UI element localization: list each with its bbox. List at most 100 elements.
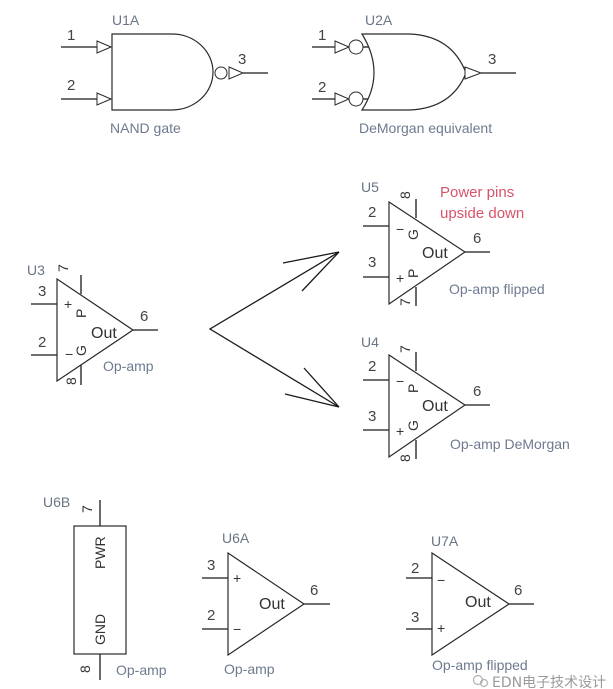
u3-pin-3: 3 bbox=[38, 283, 46, 300]
branch-arrow-upper-head-a bbox=[282, 251, 340, 264]
u5-pin-3: 3 bbox=[368, 254, 376, 271]
u6a-body bbox=[227, 551, 306, 657]
u3-caption: Op-amp bbox=[103, 358, 154, 374]
u3-pin-6: 6 bbox=[140, 308, 148, 325]
demorgan-pin-3: 3 bbox=[488, 51, 496, 68]
branch-arrow-upper-head-b bbox=[301, 251, 340, 292]
u6b-ref: U6B bbox=[43, 494, 70, 510]
u3-body bbox=[56, 277, 135, 383]
u4-pin-8: 8 bbox=[397, 454, 413, 462]
u6b-gnd-label: GND bbox=[92, 614, 108, 645]
u6a-opamp-symbol: U6A 3 2 6 + − Out Op-amp bbox=[202, 530, 330, 677]
u4-opamp-symbol: U4 2 3 6 − + P G Out 7 8 Op-amp DeMorgan bbox=[361, 334, 570, 462]
demorgan-body bbox=[360, 33, 467, 111]
u5-note-line-1: Power pins bbox=[440, 184, 514, 201]
nand-body bbox=[111, 33, 214, 111]
u4-out-label: Out bbox=[422, 398, 448, 415]
demorgan-input-1-bubble-icon bbox=[348, 39, 364, 55]
u7a-pin-6: 6 bbox=[514, 582, 522, 599]
nand-input-2-arrow-icon bbox=[96, 92, 113, 106]
u3-opamp-symbol: U3 3 2 6 + − P G Out 7 8 Op-amp bbox=[27, 262, 158, 385]
u5-g-label: G bbox=[405, 229, 421, 240]
nand-caption: NAND gate bbox=[110, 120, 181, 136]
u7a-minus-sign: − bbox=[437, 572, 445, 588]
u4-pin-2: 2 bbox=[368, 358, 376, 375]
nand-output-arrow-icon bbox=[228, 66, 245, 80]
u3-g-label: G bbox=[73, 345, 89, 356]
u4-plus-sign: + bbox=[396, 423, 404, 439]
nand-pin-2: 2 bbox=[67, 77, 75, 94]
u3-ref: U3 bbox=[27, 262, 45, 278]
u6b-body bbox=[73, 525, 127, 655]
u7a-pin-3: 3 bbox=[411, 609, 419, 626]
branch-arrow-icon bbox=[208, 251, 340, 408]
u4-minus-sign: − bbox=[396, 373, 404, 389]
u6a-pin-2: 2 bbox=[207, 607, 215, 624]
u4-pin-6: 6 bbox=[473, 383, 481, 400]
u5-note-line-2: upside down bbox=[440, 205, 524, 222]
u5-caption: Op-amp flipped bbox=[449, 281, 545, 297]
demorgan-pin-1: 1 bbox=[318, 27, 326, 44]
u6b-pin-8: 8 bbox=[77, 665, 93, 673]
u7a-plus-sign: + bbox=[437, 620, 445, 636]
demorgan-input-2-bubble-icon bbox=[348, 91, 364, 107]
branch-arrow-shaft bbox=[208, 251, 340, 408]
u6b-caption: Op-amp bbox=[116, 662, 167, 678]
u6a-pin-3: 3 bbox=[207, 557, 215, 574]
u5-p-label: P bbox=[405, 269, 421, 278]
u7a-out-label: Out bbox=[465, 594, 491, 611]
demorgan-input-2-arrow-icon bbox=[334, 92, 351, 106]
watermark: EDN电子技术设计 bbox=[472, 674, 606, 689]
u5-plus-sign: + bbox=[396, 270, 404, 286]
u5-pin-2: 2 bbox=[368, 204, 376, 221]
u4-pin-3: 3 bbox=[368, 408, 376, 425]
u5-pin-6: 6 bbox=[473, 230, 481, 247]
u5-ref: U5 bbox=[361, 179, 379, 195]
demorgan-input-1-arrow-icon bbox=[334, 40, 351, 54]
u5-minus-sign: − bbox=[396, 221, 404, 237]
watermark-text: EDN电子技术设计 bbox=[492, 675, 606, 689]
u6a-caption: Op-amp bbox=[224, 661, 275, 677]
branch-arrow-lower-head-b bbox=[284, 393, 340, 408]
nand-pin-3: 3 bbox=[238, 51, 246, 68]
u6b-pin-7: 7 bbox=[79, 505, 95, 513]
u5-pin-7: 7 bbox=[397, 298, 413, 306]
u6a-out-label: Out bbox=[259, 596, 285, 613]
u4-caption: Op-amp DeMorgan bbox=[450, 436, 570, 452]
u4-ref: U4 bbox=[361, 334, 379, 350]
u6a-minus-sign: − bbox=[233, 621, 241, 637]
u5-opamp-symbol: U5 2 3 6 − + G P Out 8 7 Power pins upsi… bbox=[361, 179, 545, 306]
u4-p-label: P bbox=[405, 384, 421, 393]
u7a-pin-2: 2 bbox=[411, 560, 419, 577]
u4-body bbox=[388, 353, 467, 459]
nand-ref: U1A bbox=[112, 12, 140, 28]
u7a-caption: Op-amp flipped bbox=[432, 657, 528, 673]
u3-pin-8: 8 bbox=[63, 377, 79, 385]
nand-gate-symbol: U1A 1 2 3 NAND gate bbox=[61, 12, 268, 136]
nand-input-1-arrow-icon bbox=[96, 40, 113, 54]
demorgan-gate-symbol: U2A 1 2 3 DeMorgan equivalent bbox=[312, 12, 516, 136]
demorgan-output-arrow-icon bbox=[464, 66, 483, 80]
demorgan-ref: U2A bbox=[365, 12, 393, 28]
demorgan-pin-2: 2 bbox=[318, 79, 326, 96]
nand-inversion-bubble-icon bbox=[214, 66, 228, 80]
u6b-pwr-label: PWR bbox=[92, 536, 108, 569]
demorgan-caption: DeMorgan equivalent bbox=[359, 120, 492, 136]
u3-p-label: P bbox=[73, 309, 89, 318]
u4-g-label: G bbox=[405, 420, 421, 431]
u6b-power-block-symbol: U6B 7 PWR GND 8 Op-amp bbox=[43, 494, 167, 680]
branch-arrow-lower-head-a bbox=[303, 367, 340, 408]
u7a-body bbox=[431, 551, 511, 657]
u3-pin-7: 7 bbox=[55, 264, 71, 272]
nand-pin-1: 1 bbox=[67, 27, 75, 44]
u5-body bbox=[388, 200, 467, 306]
u3-pin-2: 2 bbox=[38, 334, 46, 351]
u6a-pin-6: 6 bbox=[310, 582, 318, 599]
u7a-ref: U7A bbox=[431, 533, 459, 549]
u5-out-label: Out bbox=[422, 245, 448, 262]
u6a-plus-sign: + bbox=[233, 570, 241, 586]
u7a-opamp-symbol: U7A 2 3 6 − + Out Op-amp flipped bbox=[406, 533, 534, 673]
u3-minus-sign: − bbox=[65, 346, 73, 362]
u4-pin-7: 7 bbox=[397, 345, 413, 353]
